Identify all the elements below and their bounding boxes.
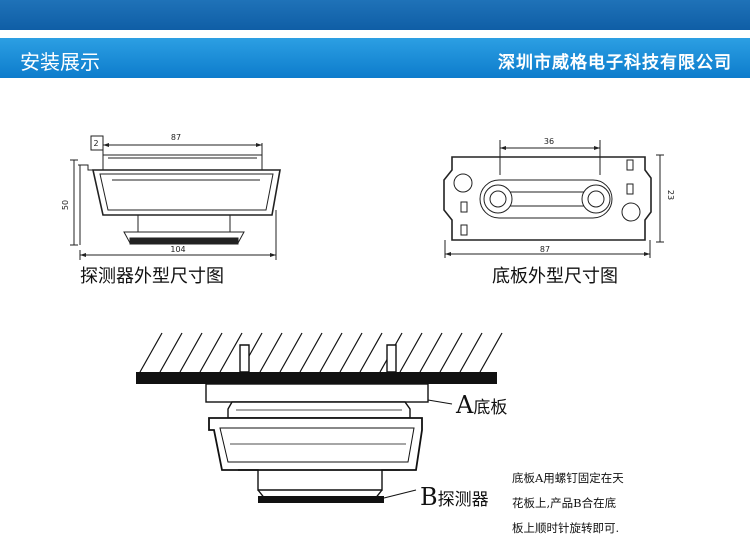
install-note: 底板A用螺钉固定在天 花板上,产品B合在底 板上顺时针旋转即可.: [512, 466, 742, 541]
install-note-line: 板上顺时针旋转即可.: [512, 521, 620, 535]
baseplate-dimension-drawing: [443, 140, 664, 258]
label-a-text: 底板: [473, 398, 508, 418]
ceiling-hatch: [139, 332, 503, 373]
label-a: A底板: [456, 391, 507, 419]
dim-bottom-label: 104: [170, 245, 185, 254]
detector-caption: 探测器外型尺寸图: [80, 266, 224, 287]
section-header: 安装展示 深圳市威格电子科技有限公司: [0, 38, 750, 78]
dim-small-label: 2: [93, 139, 98, 148]
dim-width-label: 87: [540, 245, 550, 254]
dim-slot-label: 36: [544, 137, 554, 146]
install-note-line: 底板A用螺钉固定在天: [512, 471, 624, 485]
dim-top-label: 87: [171, 133, 181, 142]
dim-height-label: 50: [61, 200, 70, 210]
installation-drawing: [136, 332, 503, 503]
company-name: 深圳市威格电子科技有限公司: [498, 53, 732, 73]
top-banner: [0, 0, 750, 30]
label-b: B探测器: [420, 483, 489, 511]
baseplate-caption: 底板外型尺寸图: [492, 266, 618, 287]
section-title: 安装展示: [20, 50, 100, 74]
label-b-letter: B: [420, 483, 438, 511]
label-a-letter: A: [456, 391, 474, 419]
detector-dimension-drawing: [70, 135, 281, 260]
install-note-line: 花板上,产品B合在底: [512, 496, 617, 510]
dim-plate-height-label: 23: [666, 190, 675, 200]
label-b-text: 探测器: [437, 490, 489, 510]
